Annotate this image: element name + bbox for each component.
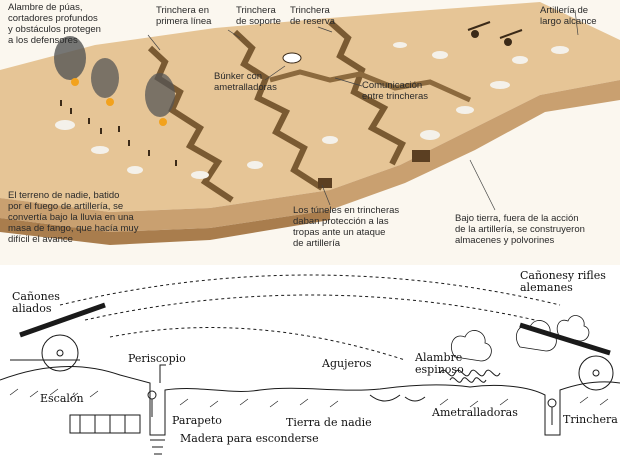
trajectory-arc: [59, 274, 561, 306]
ground-profile: [0, 365, 620, 436]
reserve-trench-label: Trinchera de reserva: [290, 5, 335, 27]
ground-hatching: [9, 388, 609, 408]
machine-guns-label: Ametralladoras: [432, 406, 518, 419]
allied-cannon-icon: [10, 302, 106, 372]
machine-gun-bunker-label: Búnker con ametralladoras: [214, 71, 277, 93]
soldier-figures: [147, 390, 557, 425]
ground-underside: [0, 210, 330, 245]
underground-label: Bajo tierra, fuera de la acción de la ar…: [455, 213, 585, 246]
communication-trench: [269, 69, 472, 103]
step-planks: [69, 414, 141, 434]
machine-gun-bunker: [282, 52, 302, 64]
german-cannon-icon: [519, 322, 614, 391]
tunnels-label: Los túneles en trincheras daban protecci…: [293, 205, 400, 249]
barbed-wire-label: Alambre de púas, cortadores profundos y …: [8, 2, 101, 46]
hiding-wood-label: Madera para esconderse: [180, 432, 319, 445]
barbed-wire-label-bottom: Alambre espinoso: [415, 351, 464, 376]
no-mans-land-label: El terreno de nadie, batido por el fuego…: [8, 190, 139, 245]
tunnel-openings: [318, 150, 430, 188]
ground-front-side: [0, 80, 620, 232]
parapet-label: Parapeto: [172, 414, 222, 427]
communication-trench-label: Comunicación entre trincheras: [362, 80, 429, 102]
reserve-trench-line: [328, 19, 406, 166]
trench-3d-illustration: [0, 2, 620, 245]
no-mans-land-label-bottom: Tierra de nadie: [286, 416, 372, 429]
german-guns-label: Cañonesy rifles alemanes: [520, 269, 606, 294]
support-trench-line: [232, 29, 324, 191]
craters: [55, 42, 569, 179]
trajectory-arc-2: [84, 294, 536, 321]
long-range-artillery-icon: [467, 21, 523, 46]
step-label: Escalón: [40, 392, 84, 405]
cross-section-illustration: [0, 274, 620, 455]
leader-lines: [147, 9, 579, 211]
holes-label: Agujeros: [322, 357, 372, 370]
trench-cross-section-diagram: Cañones aliados Cañonesy rifles alemanes…: [0, 265, 620, 465]
trajectory-arc-3: [109, 327, 406, 361]
trench-label: Trinchera: [563, 413, 618, 426]
front-trench-line: [147, 45, 234, 203]
allied-guns-label: Cañones aliados: [12, 290, 60, 315]
holes: [369, 394, 426, 402]
explosions: [54, 36, 175, 126]
periscope-icon: [159, 364, 166, 383]
support-trench-label: Trinchera de soporte: [236, 5, 281, 27]
front-trench-label: Trinchera en primera línea: [156, 5, 212, 27]
trees: [451, 315, 590, 362]
trench-system-diagram: Alambre de púas, cortadores profundos y …: [0, 0, 620, 265]
long-range-artillery-label: Artillería de largo alcance: [540, 5, 597, 27]
soldiers: [60, 100, 177, 166]
periscope-label: Periscopio: [128, 352, 186, 365]
hiding-wood-planks: [150, 439, 165, 455]
barbed-wire-coils: [439, 369, 501, 383]
